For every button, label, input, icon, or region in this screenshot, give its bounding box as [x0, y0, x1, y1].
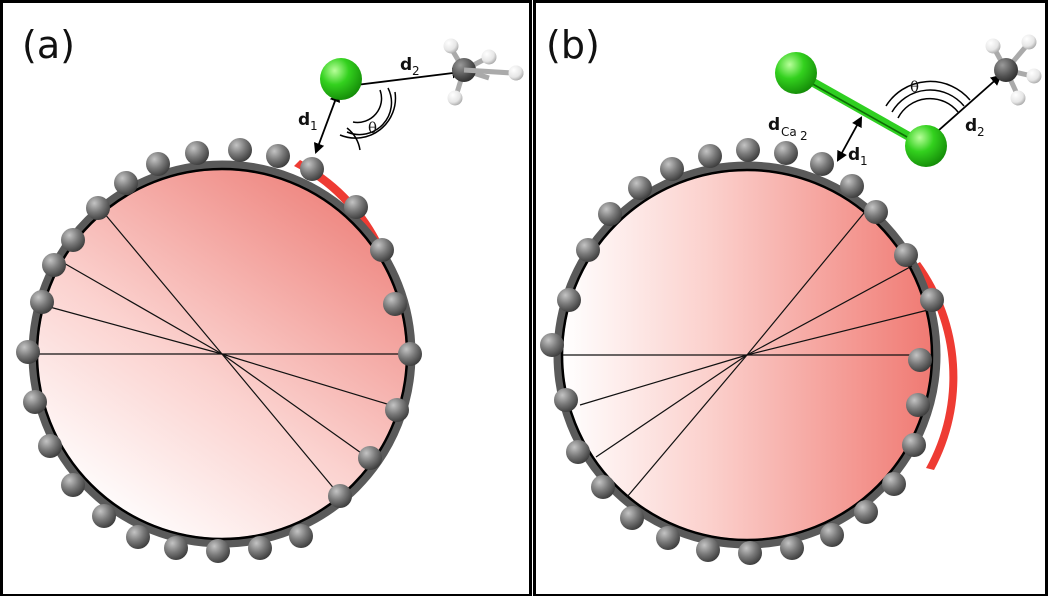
cross-section-outline	[560, 168, 934, 542]
d1-arrow	[313, 90, 341, 155]
carbon-atom	[540, 333, 564, 357]
d2-arrow	[345, 67, 464, 91]
carbon-atom	[23, 390, 47, 414]
carbon-atom	[300, 157, 324, 181]
carbon-atom	[628, 176, 652, 200]
d1-subscript: 1	[860, 154, 868, 168]
ring-atoms	[540, 138, 944, 565]
carbon-atom	[398, 342, 422, 366]
carbon-atom	[61, 228, 85, 252]
d2-label: d	[965, 116, 977, 136]
radial-lines	[563, 212, 931, 498]
carbon-atom	[557, 288, 581, 312]
dca2-arrow	[800, 77, 918, 143]
d1-arrow	[836, 116, 863, 162]
carbon-atom	[566, 440, 590, 464]
carbon-atom	[598, 202, 622, 226]
hydrogen-atom	[1021, 34, 1037, 50]
carbon-atom	[994, 58, 1018, 82]
carbon-atom	[554, 388, 578, 412]
carbon-atom	[30, 290, 54, 314]
hydrogen-atom	[1010, 90, 1026, 106]
ring-highlight	[913, 262, 958, 470]
carbon-atom	[61, 473, 85, 497]
carbon-atom	[894, 243, 918, 267]
carbon-atom	[92, 504, 116, 528]
carbon-atom	[358, 446, 382, 470]
carbon-atom	[206, 539, 230, 563]
carbon-atom	[126, 525, 150, 549]
carbon-atom	[228, 138, 252, 162]
hydrogen-atom	[447, 90, 463, 106]
carbon-atom	[38, 434, 62, 458]
d2-arrow	[928, 74, 1002, 140]
calcium-atom	[320, 58, 362, 100]
hydrogen-atom	[443, 38, 459, 54]
calcium-atom	[905, 125, 947, 167]
carbon-atom	[86, 196, 110, 220]
carbon-atom	[780, 536, 804, 560]
carbon-atom	[370, 238, 394, 262]
carbon-atom	[906, 393, 930, 417]
carbon-atom	[114, 171, 138, 195]
carbon-atom	[146, 152, 170, 176]
carbon-atom	[736, 138, 760, 162]
ring-atoms	[16, 138, 422, 563]
methane-molecule	[443, 38, 524, 106]
carbon-atom	[698, 144, 722, 168]
carbon-atom	[576, 238, 600, 262]
d1-label: d	[848, 145, 860, 165]
d1-subscript: 1	[310, 119, 318, 133]
carbon-atom	[738, 541, 762, 565]
carbon-atom	[656, 526, 680, 550]
panel-a-label: (a)	[22, 23, 75, 67]
carbon-atom	[248, 536, 272, 560]
theta-label: θ	[910, 78, 919, 96]
d2-label: d	[400, 55, 412, 75]
carbon-atom	[660, 157, 684, 181]
carbon-atom	[840, 174, 864, 198]
panel-a: (a)	[16, 23, 524, 563]
dca2-label: d	[768, 115, 780, 135]
carbon-atom	[385, 398, 409, 422]
carbon-atom	[882, 472, 906, 496]
d2-subscript: 2	[412, 64, 420, 78]
dca2-subscript: Ca	[781, 125, 797, 139]
carbon-atom	[164, 536, 188, 560]
carbon-atom	[774, 141, 798, 165]
hydrogen-atom	[985, 38, 1001, 54]
carbon-atom	[289, 524, 313, 548]
hydrogen-atom	[1026, 68, 1042, 84]
carbon-atom	[383, 292, 407, 316]
carbon-atom	[328, 484, 352, 508]
calcium-atom	[775, 52, 817, 94]
carbon-atom	[854, 500, 878, 524]
theta-label: θ	[368, 119, 377, 137]
methane-molecule	[985, 34, 1042, 106]
carbon-atom	[820, 523, 844, 547]
d1-label: d	[298, 110, 310, 130]
carbon-atom	[908, 348, 932, 372]
carbon-atom	[344, 195, 368, 219]
carbon-atom	[185, 141, 209, 165]
radial-lines	[38, 212, 405, 498]
carbon-atom	[696, 538, 720, 562]
carbon-atom	[42, 253, 66, 277]
dca2-subscript-2: 2	[800, 129, 808, 143]
d2-subscript: 2	[977, 125, 985, 139]
carbon-atom	[864, 200, 888, 224]
hydrogen-atom	[481, 49, 497, 65]
carbon-atom	[591, 475, 615, 499]
panel-b: (b)	[540, 23, 1042, 565]
carbon-atom	[920, 288, 944, 312]
carbon-atom	[620, 506, 644, 530]
carbon-atom	[16, 340, 40, 364]
panel-b-label: (b)	[546, 23, 600, 67]
carbon-atom	[902, 433, 926, 457]
carbon-atom	[266, 144, 290, 168]
carbon-atom	[810, 152, 834, 176]
